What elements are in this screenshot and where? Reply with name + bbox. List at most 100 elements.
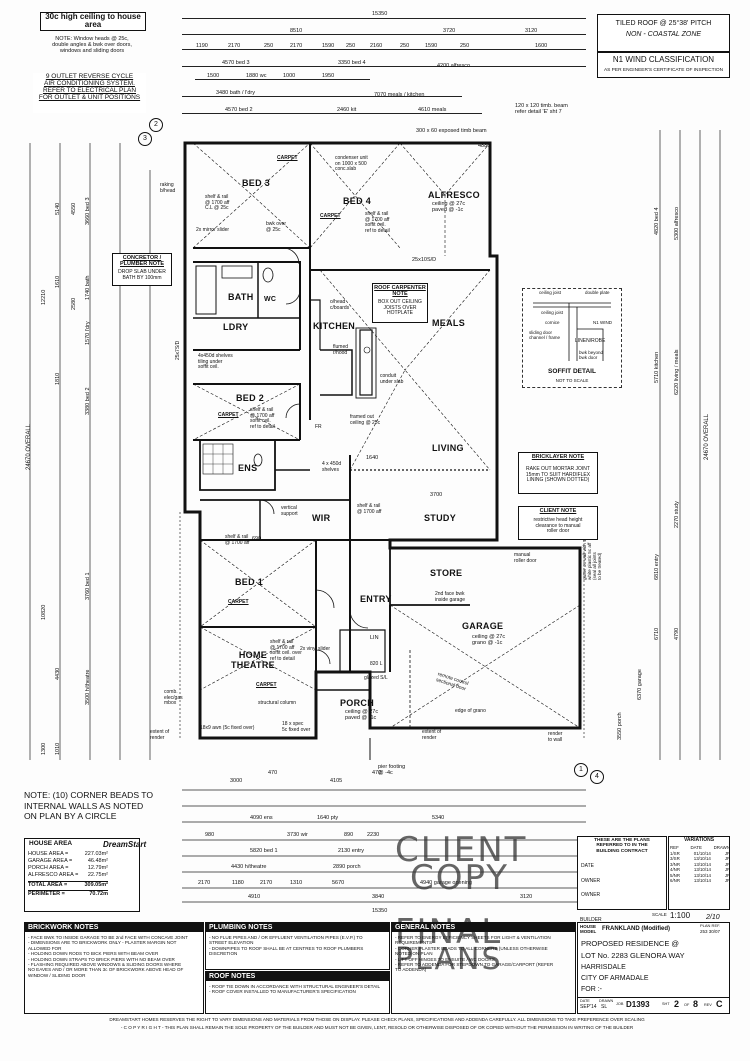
room-wir: WIR <box>312 513 331 523</box>
variations-title: VARIATIONS <box>683 837 715 843</box>
aircon-note-box: 9 OUTLET REVERSE CYCLE AIR CONDITIONING … <box>33 73 146 113</box>
dim-top-r4-1: 1880 wc <box>246 73 267 79</box>
aircon-note: 9 OUTLET REVERSE CYCLE AIR CONDITIONING … <box>38 73 141 102</box>
dim-left-6: 1740 bath <box>85 275 91 300</box>
contract-owner-1: OWNER <box>581 878 601 884</box>
brickwork-notes-list: - FACE BWK TO INSIDE GARAGE TO BE 2nd FA… <box>28 935 203 978</box>
room-store: STORE <box>430 568 463 578</box>
soffit-label-2: ceiling joist <box>541 310 564 315</box>
brickwork-note: - FLASHING REQUIRED ABOVE WINDOWS & SLID… <box>28 962 182 968</box>
contract-box: THESE ARE THE PLANS REFERRED TO IN THE B… <box>577 836 667 910</box>
dim-bottom-4105: 4105 <box>330 778 343 784</box>
brand-logo: DreamStart <box>103 840 147 849</box>
room-alfresco: ALFRESCO <box>428 190 480 200</box>
dim-bottom-2230: 2230 <box>367 832 380 838</box>
dim-top-r2-6: 2160 <box>370 43 383 49</box>
dim-top-8510: 8510 <box>290 28 303 34</box>
proposed: PROPOSED RESIDENCE @ <box>581 939 680 948</box>
dim-bottom-entry: 2130 entry <box>338 848 364 854</box>
footer-copyright: - C O P Y R I G H T - THIS PLAN SHALL RE… <box>120 1026 634 1030</box>
note-overhead: o/head c/boards <box>330 299 350 311</box>
dim-left-1: 12210 <box>41 289 47 305</box>
dim-left-16: 1010 <box>55 742 61 755</box>
house-area-box: HOUSE AREA HOUSE AREA =227.03m² GARAGE A… <box>24 838 146 912</box>
plumbing-note: - DOWNPIPES TO ROOF SHALL BE AT CENTRES … <box>209 945 364 951</box>
note-sd: 25x7S/D <box>175 340 181 360</box>
dim-bottom-r8-1: 3840 <box>372 894 385 900</box>
area-row-total: TOTAL AREA =309.05m² <box>28 880 108 888</box>
note-shelf-bed2: shelf & rail @ 1700 aff soffit ceil. ref… <box>250 407 275 430</box>
dim-top-alfresco: 4200 alfresco <box>437 63 471 69</box>
soffit-sub: NOT TO SCALE <box>555 378 589 383</box>
soffit-detail-box: ceiling joist double plate ceiling joist… <box>522 288 622 388</box>
room-ens: ENS <box>238 463 258 473</box>
room-bath: BATH <box>228 292 254 302</box>
room-kitchen: KITCHEN <box>313 321 356 331</box>
dim-left-13: 4430 <box>55 667 61 680</box>
general-notes-title: GENERAL NOTES <box>392 923 575 933</box>
plumbing-note: DISCRETION <box>209 951 238 957</box>
note-vertical: vertical support <box>281 505 298 517</box>
brickwork-note: - HOLDING DOWN STRAPS TO BRICK PIERS WIT… <box>28 956 175 962</box>
brickwork-note: - HOLDING DOWN RODS TO BICK PIERS WITH B… <box>28 951 159 957</box>
tb-rev-label: REV <box>704 1003 712 1007</box>
general-note: - CORNER PLASTER BEADS TO ALL CORNERS (U… <box>395 945 548 951</box>
dim-bottom-3000: 3000 <box>230 778 243 784</box>
dim-right-7: 6710 <box>654 627 660 640</box>
dim-bottom-470b: 470 <box>372 770 382 776</box>
corner-beads-text: NOTE: (10) CORNER BEADS TO INTERNAL WALL… <box>24 790 154 822</box>
general-note: - REFER TO ENERGY EFFICIENCY SHEETS FOR … <box>395 935 551 940</box>
dim-top-meals2: 4610 meals <box>418 107 447 113</box>
note-structural: structural column <box>258 700 297 706</box>
dim-top-r2-2: 250 <box>264 43 274 49</box>
area-row-alfresco: ALFRESCO AREA =22.75m² <box>28 871 108 878</box>
roof-note: - ROOF COVER INSTALLED TO MANUFACTURER'S… <box>209 989 356 995</box>
dim-left-8: 1570 l'dry <box>85 321 91 345</box>
dim-bottom-980: 980 <box>205 832 215 838</box>
carpet-bed1: CARPET <box>228 599 249 605</box>
note-820: 820 L <box>370 661 383 667</box>
roof-notes-box: ROOF NOTES - ROOF TIE DOWN IN ACCORDANCE… <box>205 971 390 1014</box>
for-label: FOR :- <box>581 986 602 993</box>
dim-bottom-pty: 1640 pty <box>317 815 339 821</box>
note-pier: pier footing @ -4c <box>378 764 406 777</box>
note-flumed: flumed r/hood <box>333 344 349 356</box>
tb-sheet-label: SHT <box>662 1002 670 1006</box>
note-bwk-over: bwk over @ 25c <box>266 221 287 233</box>
dim-bottom-r8-0: 4910 <box>248 894 261 900</box>
dim-top-bath: 3480 bath / l'dry <box>216 90 255 96</box>
title-block: HOUSE MODEL FRANKLAND (Modified) PLAN RE… <box>577 922 730 1014</box>
dim-top-r2-5: 250 <box>346 43 356 49</box>
concretor-note-title: CONCRETOR / PLUMBER NOTE <box>120 255 164 268</box>
dim-top-bed4: 3350 bed 4 <box>338 60 366 66</box>
tb-date-value: SEP'14 <box>580 1004 597 1010</box>
contract-title: THESE ARE THE PLANS REFERRED TO IN THE B… <box>594 838 650 854</box>
room-wc: WC <box>264 296 277 303</box>
dim-top-r2-3: 2170 <box>290 43 303 49</box>
plan-ref: 253 30/07 <box>700 929 721 934</box>
tb-drawn-label: DRAWN <box>599 999 614 1003</box>
soffit-detail-drawing <box>533 302 611 361</box>
ceiling-note: NOTE: Window heads @ 25c, double angles … <box>52 36 132 55</box>
soffit-label-3: cornice <box>545 320 560 325</box>
dim-line-top-row1 <box>182 34 586 35</box>
soffit-label-4: N1 WIND <box>593 320 612 325</box>
plan-ref-label: PLAN REF. <box>700 923 721 928</box>
brickwork-note: NO EAVES AND / OR MORE THAN 3c OF BRICKW… <box>28 967 184 973</box>
general-note: NOTED ON PLAN <box>395 951 433 957</box>
note-condenser: condenser unit on 1000 x 500 conc.slab <box>335 155 368 172</box>
room-entry: ENTRY <box>360 594 392 604</box>
dim-line-top-row3 <box>182 66 586 67</box>
house-model-label: HOUSE MODEL <box>580 924 597 934</box>
note-conduit: conduit under slab <box>380 373 404 385</box>
dim-top-3120: 3120 <box>525 28 538 34</box>
tb-of-label: OF <box>684 1003 690 1007</box>
dim-bottom-r7-5: 4940 garage opening <box>420 880 472 886</box>
dim-left-11: 10820 <box>41 604 47 620</box>
dim-top-r2-8: 1590 <box>425 43 438 49</box>
dim-bottom-r8-2: 3120 <box>520 894 533 900</box>
